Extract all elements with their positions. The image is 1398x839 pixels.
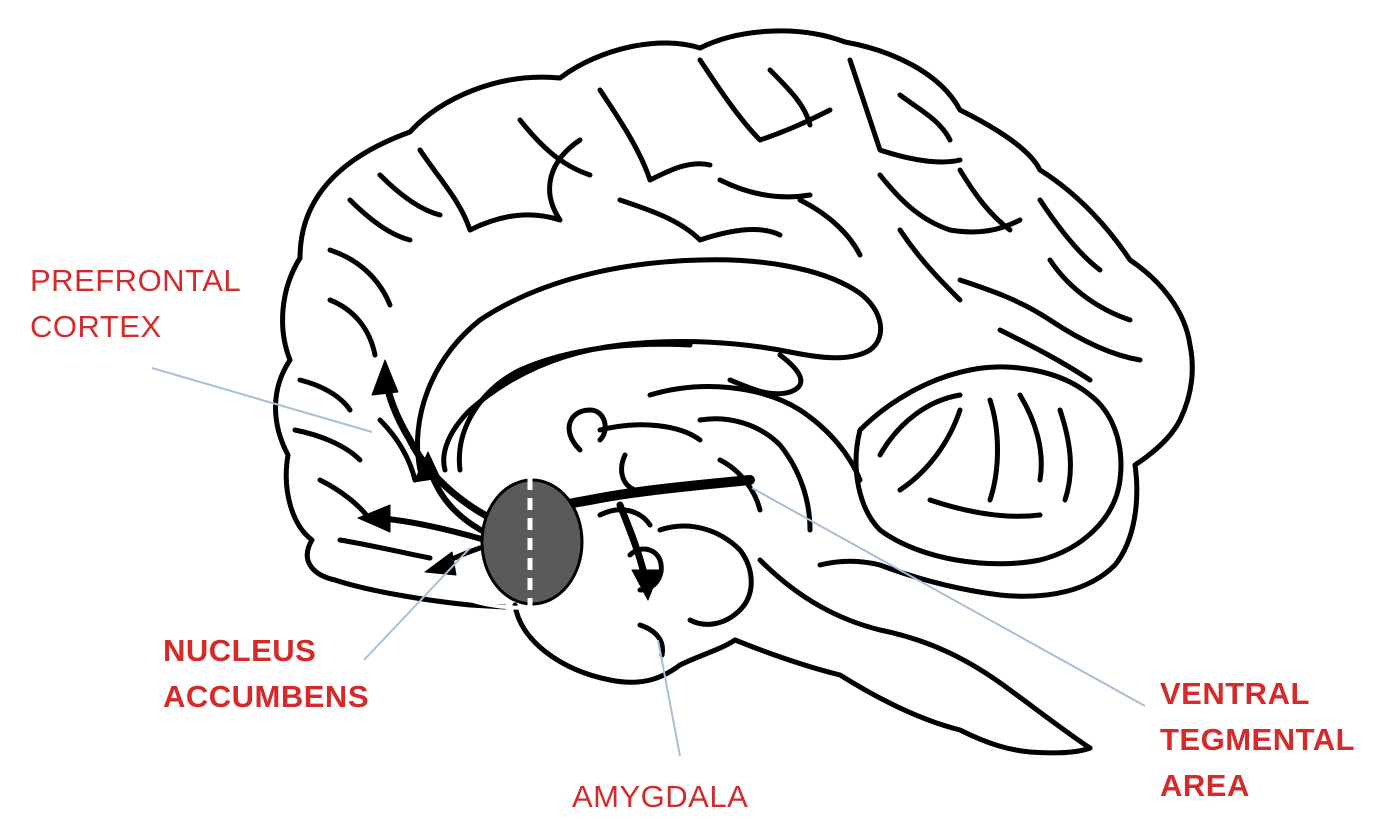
- label-prefrontal-line1: PREFRONTAL: [30, 263, 242, 298]
- cortex-outline: [297, 28, 1195, 599]
- leader-prefrontal: [151, 367, 373, 433]
- frontal-outline: [273, 255, 508, 610]
- label-prefrontal-cortex: PREFRONTAL CORTEX: [30, 258, 241, 350]
- arrowhead-pfc-up: [371, 359, 399, 396]
- label-prefrontal-line2: CORTEX: [30, 309, 162, 344]
- brainstem-front: [757, 557, 1093, 751]
- label-nucleus-accumbens: NUCLEUS ACCUMBENS: [163, 628, 369, 720]
- label-vta-line2: TEGMENTAL: [1160, 722, 1356, 757]
- leader-vta: [751, 487, 1146, 707]
- temporal-lobe: [512, 602, 738, 685]
- label-vta-line3: AREA: [1160, 768, 1250, 803]
- label-vta-line1: VENTRAL: [1160, 676, 1310, 711]
- leader-amygdala: [657, 639, 681, 757]
- cerebellum: [853, 364, 1124, 567]
- label-nucleus-line1: NUCLEUS: [163, 633, 317, 668]
- arrowhead-pfc-left: [357, 504, 391, 533]
- pathway-to-pfc-1: [381, 371, 509, 529]
- label-amygdala: AMYGDALA: [572, 774, 748, 820]
- label-nucleus-line2: ACCUMBENS: [163, 679, 369, 714]
- label-ventral-tegmental-area: VENTRAL TEGMENTAL AREA: [1160, 671, 1355, 809]
- corpus-callosum: [415, 257, 884, 473]
- arrowhead-pfc-mid: [413, 451, 441, 483]
- brainstem: [732, 637, 1093, 756]
- leader-nucleus: [363, 547, 471, 661]
- arrowhead-amygdala: [631, 569, 661, 601]
- label-amygdala-line1: AMYGDALA: [572, 779, 749, 814]
